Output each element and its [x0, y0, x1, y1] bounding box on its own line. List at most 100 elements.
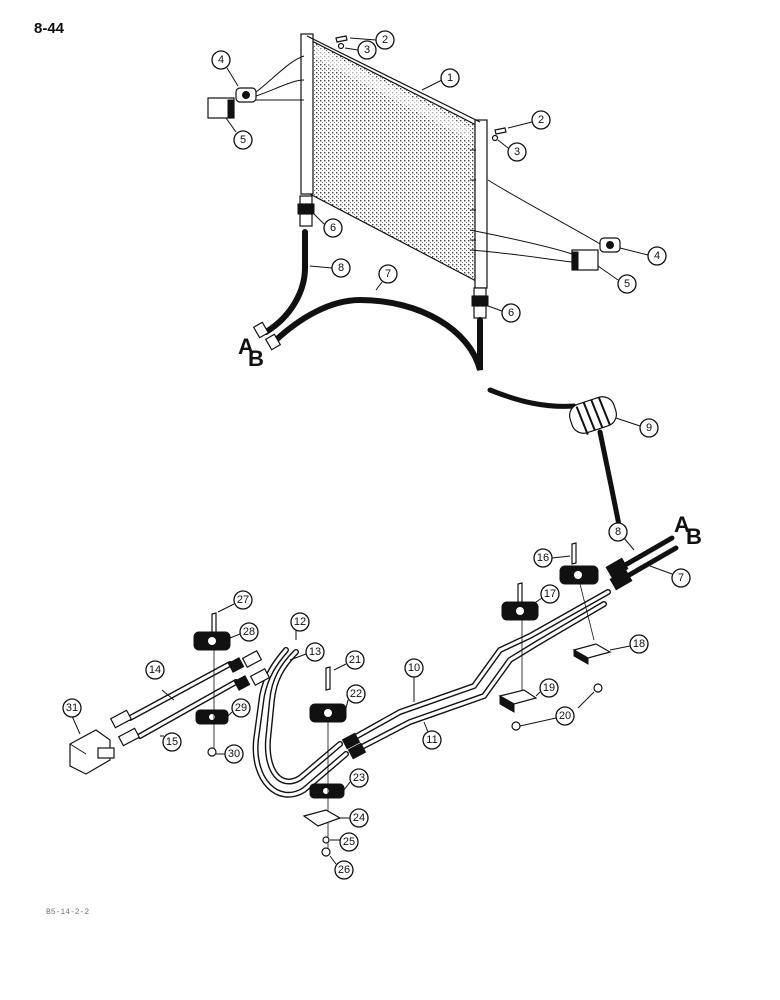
- svg-text:29: 29: [235, 702, 247, 714]
- svg-text:27: 27: [237, 594, 249, 606]
- callout-29: 29: [227, 698, 251, 718]
- mount-bracket-right: [469, 179, 621, 271]
- svg-text:15: 15: [166, 736, 178, 748]
- svg-text:12: 12: [294, 616, 306, 628]
- callout-17: 17: [529, 584, 560, 607]
- callout-26: 26: [329, 855, 354, 880]
- connection-label-a-bottom: A: [674, 512, 690, 537]
- svg-text:6: 6: [330, 222, 336, 234]
- hose-route-to-sleeve: [487, 387, 577, 409]
- tubes-lower: [127, 589, 611, 798]
- callout-6-left: 6: [313, 213, 343, 238]
- callout-4-left: 4: [211, 50, 239, 87]
- svg-text:4: 4: [218, 54, 224, 66]
- svg-text:8: 8: [338, 262, 344, 274]
- callout-3-right: 3: [497, 139, 527, 162]
- connection-label-b-top: B: [248, 346, 264, 371]
- svg-text:16: 16: [537, 552, 549, 564]
- svg-text:7: 7: [385, 268, 391, 280]
- callout-15: 15: [160, 732, 182, 752]
- svg-text:30: 30: [228, 748, 240, 760]
- oil-cooler: [300, 33, 488, 289]
- hose-route-from-sleeve: [597, 429, 623, 533]
- callout-22: 22: [345, 684, 366, 709]
- callout-13: 13: [289, 642, 325, 662]
- svg-text:3: 3: [514, 146, 520, 158]
- svg-text:5: 5: [240, 134, 246, 146]
- svg-text:11: 11: [426, 734, 437, 746]
- callout-7-bottom: 7: [649, 565, 691, 588]
- callout-27: 27: [217, 590, 253, 613]
- callout-28: 28: [229, 622, 259, 642]
- callout-21: 21: [333, 650, 365, 671]
- callout-23: 23: [343, 768, 369, 791]
- svg-text:14: 14: [149, 664, 161, 676]
- svg-text:7: 7: [678, 572, 684, 584]
- page-number: 8-44: [34, 20, 65, 37]
- callout-9: 9: [615, 417, 659, 438]
- svg-text:2: 2: [538, 114, 544, 126]
- svg-text:18: 18: [633, 638, 645, 650]
- svg-text:24: 24: [353, 812, 365, 824]
- callout-2-top: 2: [349, 30, 395, 50]
- tube-fittings: [109, 650, 367, 760]
- cooler-hardware: [335, 35, 507, 142]
- callout-25: 25: [330, 832, 359, 852]
- callout-20: 20: [519, 691, 595, 727]
- callout-16: 16: [533, 548, 571, 568]
- svg-text:19: 19: [543, 682, 555, 694]
- svg-text:25: 25: [343, 836, 355, 848]
- plates-18-19-20: [498, 643, 612, 731]
- clamp-21-22-23: [302, 666, 347, 857]
- callout-18: 18: [609, 634, 649, 654]
- svg-text:23: 23: [353, 772, 365, 784]
- callout-14: 14: [145, 660, 175, 701]
- svg-text:17: 17: [544, 588, 556, 600]
- clamp-27-28-29: [193, 612, 231, 757]
- callout-6-right: 6: [487, 303, 521, 323]
- fitting-left: [297, 195, 315, 227]
- connection-label-a-top: A: [238, 334, 254, 359]
- callout-4-right: 4: [619, 246, 667, 266]
- mount-bracket-left: [207, 55, 305, 119]
- svg-text:31: 31: [66, 702, 78, 714]
- svg-text:2: 2: [382, 34, 388, 46]
- callout-19: 19: [535, 678, 559, 698]
- svg-text:8: 8: [615, 526, 621, 538]
- svg-text:13: 13: [309, 646, 321, 658]
- svg-text:21: 21: [349, 654, 361, 666]
- svg-text:20: 20: [559, 710, 571, 722]
- svg-text:22: 22: [350, 688, 362, 700]
- callout-31: 31: [62, 698, 82, 735]
- callout-2-right: 2: [507, 110, 551, 130]
- callout-5-right: 5: [597, 265, 637, 294]
- svg-text:1: 1: [447, 72, 453, 84]
- callouts: 1 2 3 2 3 4 5 4: [62, 30, 691, 880]
- callout-7-top: 7: [375, 264, 398, 291]
- callout-3-top: 3: [344, 40, 377, 60]
- callout-10: 10: [404, 658, 424, 702]
- svg-text:10: 10: [408, 662, 420, 674]
- svg-text:26: 26: [338, 864, 350, 876]
- callout-30: 30: [216, 744, 244, 764]
- callout-5-left: 5: [225, 117, 253, 150]
- clamp-16-17: [501, 542, 599, 692]
- callout-11: 11: [422, 721, 442, 750]
- svg-text:6: 6: [508, 307, 514, 319]
- callout-1: 1: [421, 68, 460, 91]
- svg-text:5: 5: [624, 278, 630, 290]
- connection-label-b-bottom: B: [686, 524, 702, 549]
- svg-text:9: 9: [646, 422, 652, 434]
- svg-text:28: 28: [243, 626, 255, 638]
- svg-text:4: 4: [654, 250, 660, 262]
- svg-text:3: 3: [364, 44, 370, 56]
- hoses-upper: A B: [238, 229, 483, 371]
- fitting-right: [471, 287, 489, 319]
- callout-8-top: 8: [309, 258, 351, 278]
- callout-8-bottom: 8: [608, 522, 635, 551]
- callout-24: 24: [338, 808, 369, 828]
- hose-ends-lower: A B: [605, 512, 702, 591]
- footer-drawing-code: B5-14-2-2: [46, 908, 90, 917]
- protective-sleeve: [569, 396, 617, 435]
